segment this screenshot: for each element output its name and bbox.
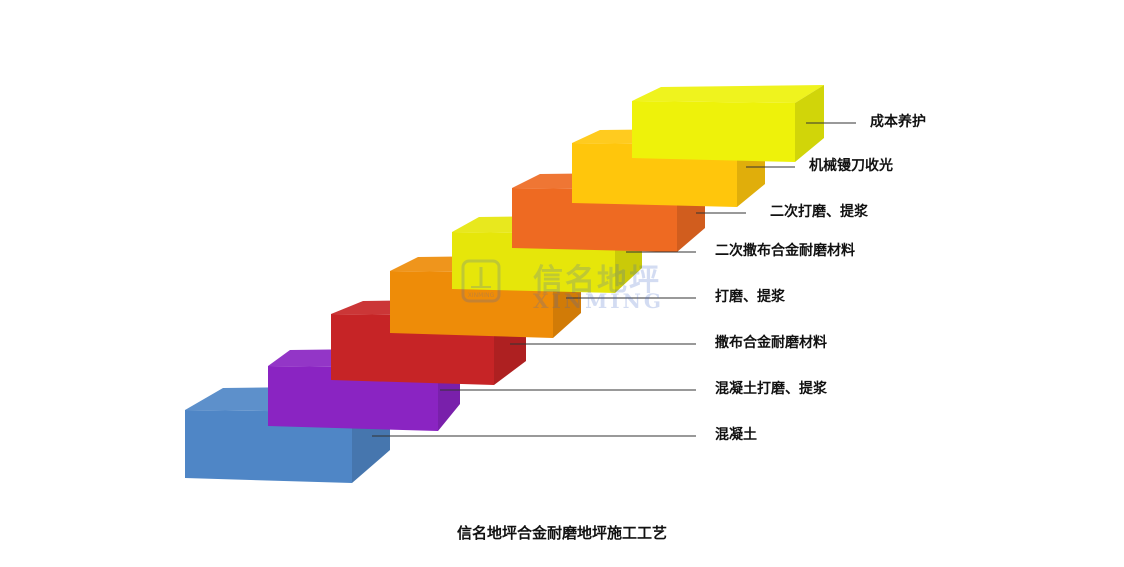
watermark-logo-text: XINMING (468, 292, 495, 299)
layer-label: 混凝土 (715, 427, 757, 443)
layer-top-face (632, 85, 824, 103)
layer-front-face (185, 410, 352, 483)
layer-block-8 (632, 85, 824, 162)
layer-label: 打磨、提浆 (715, 289, 785, 305)
layer-front-face (632, 101, 795, 162)
watermark-english: XINMING (533, 289, 665, 313)
watermark-chinese: 信名地坪 (533, 263, 661, 298)
layer-label: 撒布合金耐磨材料 (715, 335, 827, 351)
layer-label: 二次打磨、提浆 (770, 204, 868, 220)
watermark-logo: XINMING (461, 259, 501, 303)
layer-label: 成本养护 (870, 114, 926, 130)
layer-label: 机械镘刀收光 (809, 158, 893, 174)
diagram-caption: 信名地坪合金耐磨地坪施工工艺 (456, 524, 667, 542)
layer-label: 混凝土打磨、提浆 (715, 381, 827, 397)
watermark: XINMING 信名地坪 XINMING (455, 255, 685, 315)
layer-label: 二次撒布合金耐磨材料 (715, 243, 855, 259)
layer-front-face (268, 366, 438, 431)
